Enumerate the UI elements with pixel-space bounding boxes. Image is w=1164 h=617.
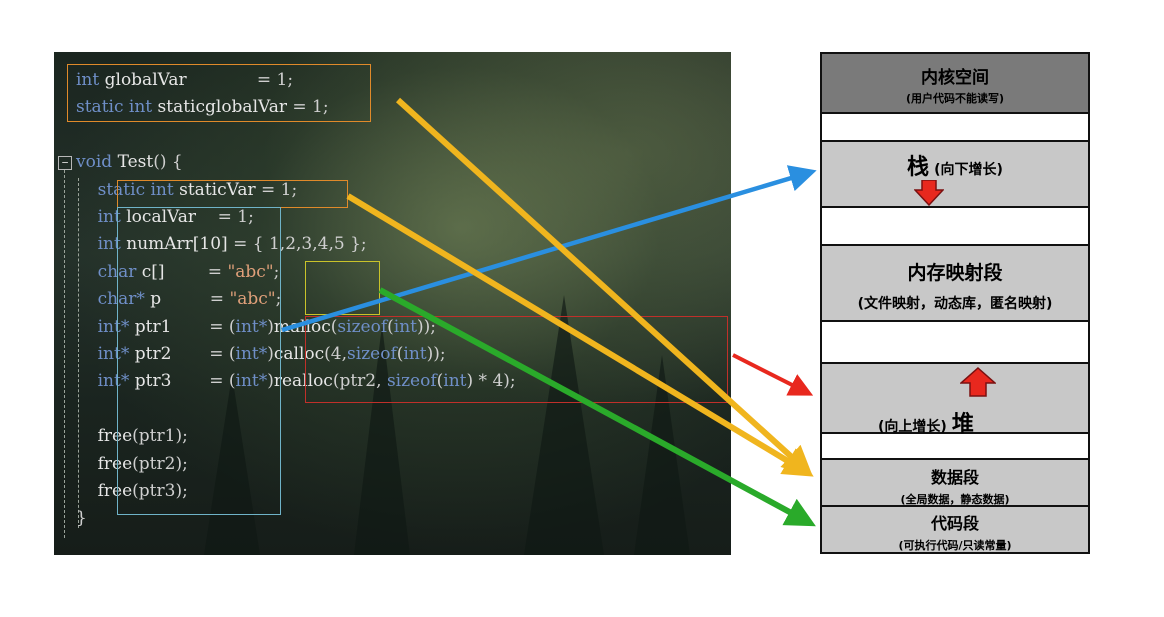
local-vars-highlight: [117, 207, 281, 515]
gap-segment: [822, 434, 1088, 460]
code-token: char*: [76, 289, 145, 310]
code-token: () {: [153, 152, 183, 173]
gap-segment: [822, 208, 1088, 246]
code-line: int localVar = 1;: [76, 204, 254, 231]
data-subtitle: (全局数据，静态数据): [900, 493, 1010, 506]
code-token: int*: [76, 316, 130, 337]
code-token: = 1;: [186, 70, 294, 90]
stack-subtitle: (向下增长): [934, 162, 1003, 178]
stack-title: 栈: [907, 155, 930, 180]
code-token: int*: [235, 316, 268, 337]
mmap-subtitle: (文件映射，动态库，匿名映射): [857, 296, 1053, 312]
code-line: free(ptr1);: [76, 423, 188, 450]
arrow-down-icon: [914, 180, 944, 206]
code-token: (ptr3);: [132, 481, 188, 501]
code-token: realloc: [273, 371, 333, 392]
code-token: ): [267, 316, 274, 337]
text-segment: 代码段 (可执行代码/只读常量): [822, 507, 1088, 552]
code-line: char* p = "abc";: [76, 286, 282, 313]
heap-segment: (向上增长) 堆: [822, 364, 1088, 437]
code-token: char: [76, 261, 137, 282]
code-token: }: [76, 508, 87, 529]
fold-guide: [64, 170, 65, 538]
code-token: = 1;: [196, 207, 254, 227]
code-token: staticVar: [173, 179, 256, 200]
code-token: = (: [171, 344, 236, 364]
text-title: 代码段: [930, 514, 979, 533]
code-token: = (: [171, 316, 236, 337]
string-literal-highlight: [305, 261, 380, 315]
data-segment: 数据段 (全局数据，静态数据): [822, 460, 1088, 507]
code-token: numArr[10]: [120, 234, 228, 255]
code-token: p: [144, 289, 162, 310]
data-title: 数据段: [930, 468, 979, 487]
code-line: int globalVar = 1;: [76, 67, 293, 94]
code-token: =: [164, 261, 228, 282]
code-token: = 1;: [286, 97, 329, 118]
global-vars-highlight: [67, 64, 371, 122]
kernel-title: 内核空间: [921, 68, 989, 88]
arrow-to-heap: [732, 353, 814, 396]
code-token: int*: [235, 371, 268, 392]
code-line: void Test() {: [76, 149, 183, 176]
code-token: free: [76, 453, 133, 474]
code-token: localVar: [120, 207, 196, 227]
code-token: Test: [112, 152, 154, 173]
code-line: free(ptr2);: [76, 451, 188, 478]
gap-segment: [822, 322, 1088, 364]
code-token: calloc: [273, 344, 325, 364]
code-token: int: [76, 70, 100, 90]
code-token: ;: [275, 289, 282, 310]
code-line: char c[] = "abc";: [76, 259, 280, 286]
heap-subtitle: (向上增长): [878, 419, 947, 435]
heap-alloc-highlight: [305, 316, 728, 403]
code-line: static int staticglobalVar = 1;: [76, 94, 329, 121]
code-token: (ptr2);: [132, 453, 188, 474]
collapse-icon[interactable]: −: [58, 156, 72, 170]
code-token: ptr2: [129, 344, 172, 364]
code-token: c[]: [136, 261, 165, 282]
code-panel: − int globalVar = 1;static int staticglo…: [54, 52, 731, 555]
mmap-title: 内存映射段: [907, 262, 1003, 284]
code-line: free(ptr3);: [76, 478, 188, 505]
code-token: int: [76, 207, 121, 227]
static-var-highlight: [117, 180, 348, 208]
code-token: static int: [76, 179, 174, 200]
gap-segment: [822, 114, 1088, 142]
kernel-subtitle: (用户代码不能读写): [905, 92, 1005, 105]
memory-layout: 内核空间 (用户代码不能读写) 栈 (向下增长) 内存映射段 (文件映射，动态库…: [820, 52, 1090, 554]
code-line: }: [76, 505, 87, 532]
code-token: void: [76, 152, 113, 173]
stack-segment: 栈 (向下增长): [822, 142, 1088, 208]
code-token: =: [161, 289, 230, 310]
code-token: ptr1: [129, 316, 172, 337]
mmap-segment: 内存映射段 (文件映射，动态库，匿名映射): [822, 246, 1088, 322]
code-token: ): [267, 371, 274, 392]
tree-silhouette: [204, 375, 260, 555]
code-token: staticglobalVar: [152, 97, 287, 118]
heap-title: 堆: [951, 412, 974, 437]
code-token: free: [76, 426, 133, 447]
code-token: ): [267, 344, 274, 364]
code-token: int*: [76, 371, 130, 392]
arrow-up-icon: [960, 367, 996, 397]
code-token: (4,: [324, 344, 348, 364]
code-token: (ptr1);: [132, 426, 188, 447]
code-token: ;: [273, 261, 280, 282]
code-token: ptr3: [129, 371, 172, 392]
code-token: "abc": [229, 289, 276, 310]
kernel-segment: 内核空间 (用户代码不能读写): [822, 54, 1088, 114]
code-token: int*: [235, 344, 268, 364]
code-token: int*: [76, 344, 130, 364]
code-token: "abc": [227, 261, 274, 282]
code-token: static int: [76, 97, 153, 118]
fold-guide: [78, 178, 79, 528]
text-subtitle: (可执行代码/只读常量): [898, 539, 1012, 552]
code-token: = (: [171, 371, 236, 392]
code-token: globalVar: [99, 70, 187, 90]
code-token: int: [76, 234, 121, 255]
code-token: free: [76, 481, 133, 501]
